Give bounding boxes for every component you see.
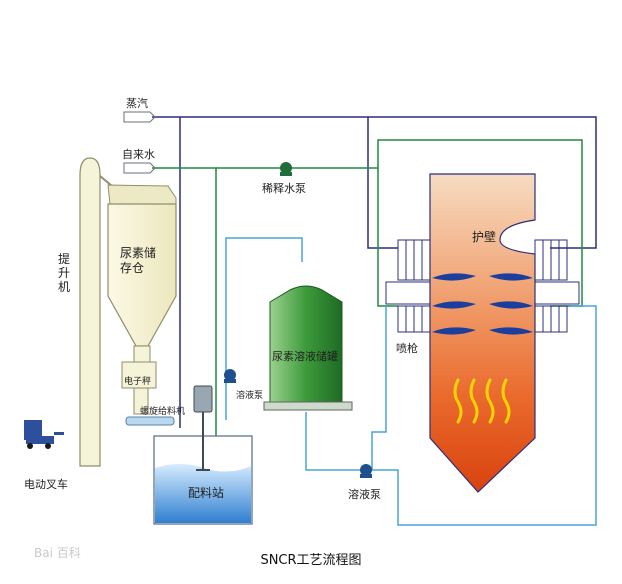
spray-gun-label: 喷枪 xyxy=(396,342,418,355)
solution-pump-bottom-icon xyxy=(360,464,372,478)
solution-line xyxy=(225,237,597,526)
screw-feeder-label: 螺旋给料机 xyxy=(140,407,186,417)
screw-feeder xyxy=(125,416,175,426)
forklift-label: 电动叉车 xyxy=(24,478,68,491)
spray-gun-frames xyxy=(385,239,580,333)
solution-pump-top-label: 溶液泵 xyxy=(236,391,264,401)
watermark: Bai 百科 xyxy=(34,546,81,560)
urea-tank-label: 尿素溶液储罐 xyxy=(272,350,338,363)
diagram-caption: SNCR工艺流程图 xyxy=(260,553,362,568)
dilution-pump-icon xyxy=(280,162,292,176)
forklift-icon xyxy=(24,420,64,449)
inlet-arrows xyxy=(123,111,156,174)
furnace-wall-label: 护壁 xyxy=(472,230,497,244)
urea-solution-tank xyxy=(263,285,353,411)
steam-label: 蒸汽 xyxy=(126,97,148,110)
dilution-pump-label: 稀释水泵 xyxy=(262,182,306,195)
solution-pump-bottom-label: 溶液泵 xyxy=(348,488,381,501)
steam-line xyxy=(152,116,597,428)
mixing-station xyxy=(153,435,253,525)
flames xyxy=(453,378,511,424)
tap-water-label: 自来水 xyxy=(122,148,155,161)
spray-nozzles xyxy=(432,273,533,335)
agitator-motor xyxy=(193,385,213,471)
electronic-scale-label: 电子秤 xyxy=(124,377,152,387)
mixing-station-label: 配料站 xyxy=(188,486,225,500)
urea-silo-label: 尿素储存仓 xyxy=(120,246,157,275)
electronic-scale xyxy=(121,361,157,389)
solution-pump-top-icon xyxy=(224,369,236,383)
urea-silo xyxy=(107,184,177,363)
elevator-label: 提升机 xyxy=(57,252,70,294)
elevator xyxy=(79,157,113,467)
